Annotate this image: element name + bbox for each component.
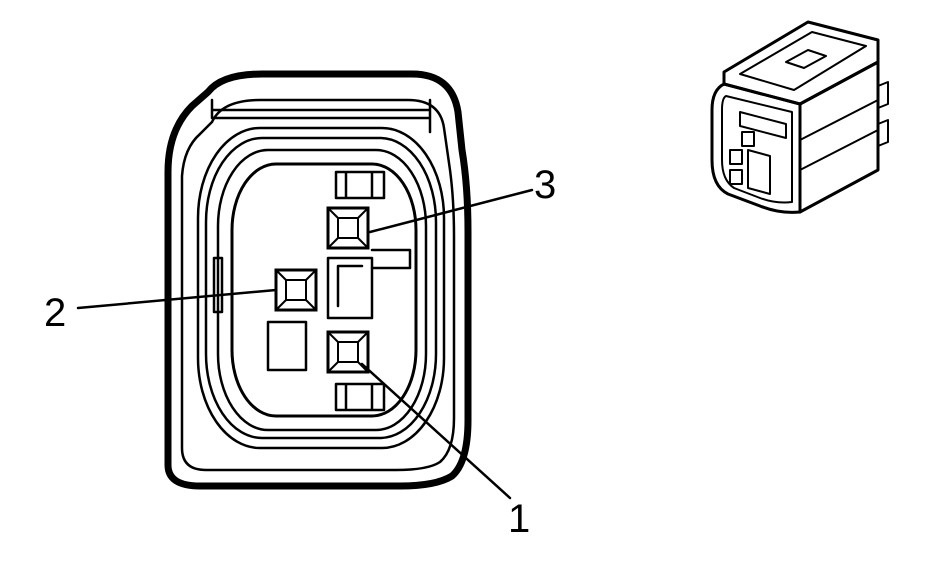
iso-terminal-c xyxy=(729,169,743,185)
callout-label-3: 3 xyxy=(534,163,556,207)
iso-right-ribs xyxy=(799,81,889,171)
center-block xyxy=(326,256,374,320)
terminal-cavity-2 xyxy=(274,268,318,312)
center-key xyxy=(370,248,412,270)
callout-label-2: 2 xyxy=(44,291,66,335)
connector-face-view xyxy=(164,70,472,490)
locking-tab-bottom xyxy=(334,382,386,412)
guide-rib-left xyxy=(212,256,224,314)
iso-center-block xyxy=(747,149,771,195)
iso-top-detail xyxy=(739,31,867,91)
locking-tab-top xyxy=(334,170,386,200)
seal-ring-middle xyxy=(204,136,438,440)
callout-label-1: 1 xyxy=(508,497,530,541)
leader-line-1 xyxy=(360,362,512,500)
seal-ring-inner xyxy=(216,148,428,432)
iso-top-face xyxy=(722,20,880,106)
terminal-cavity-3 xyxy=(326,206,370,250)
empty-cavity xyxy=(266,320,308,372)
seal-ring-outer xyxy=(196,126,446,450)
connector-face-cavity xyxy=(230,162,418,418)
connector-isometric-view xyxy=(710,20,889,214)
iso-terminal-a xyxy=(741,131,755,147)
iso-right-face xyxy=(798,60,880,214)
connector-housing-outer xyxy=(164,70,472,490)
connector-housing-inner xyxy=(180,98,456,472)
leader-line-3 xyxy=(368,188,534,234)
terminal-cavity-1 xyxy=(326,330,370,374)
leader-line-2 xyxy=(76,288,278,310)
iso-latch xyxy=(739,111,787,139)
iso-front-inner xyxy=(721,95,793,204)
iso-front-face xyxy=(710,82,802,214)
latch-top xyxy=(210,98,432,134)
iso-terminal-b xyxy=(729,149,743,165)
